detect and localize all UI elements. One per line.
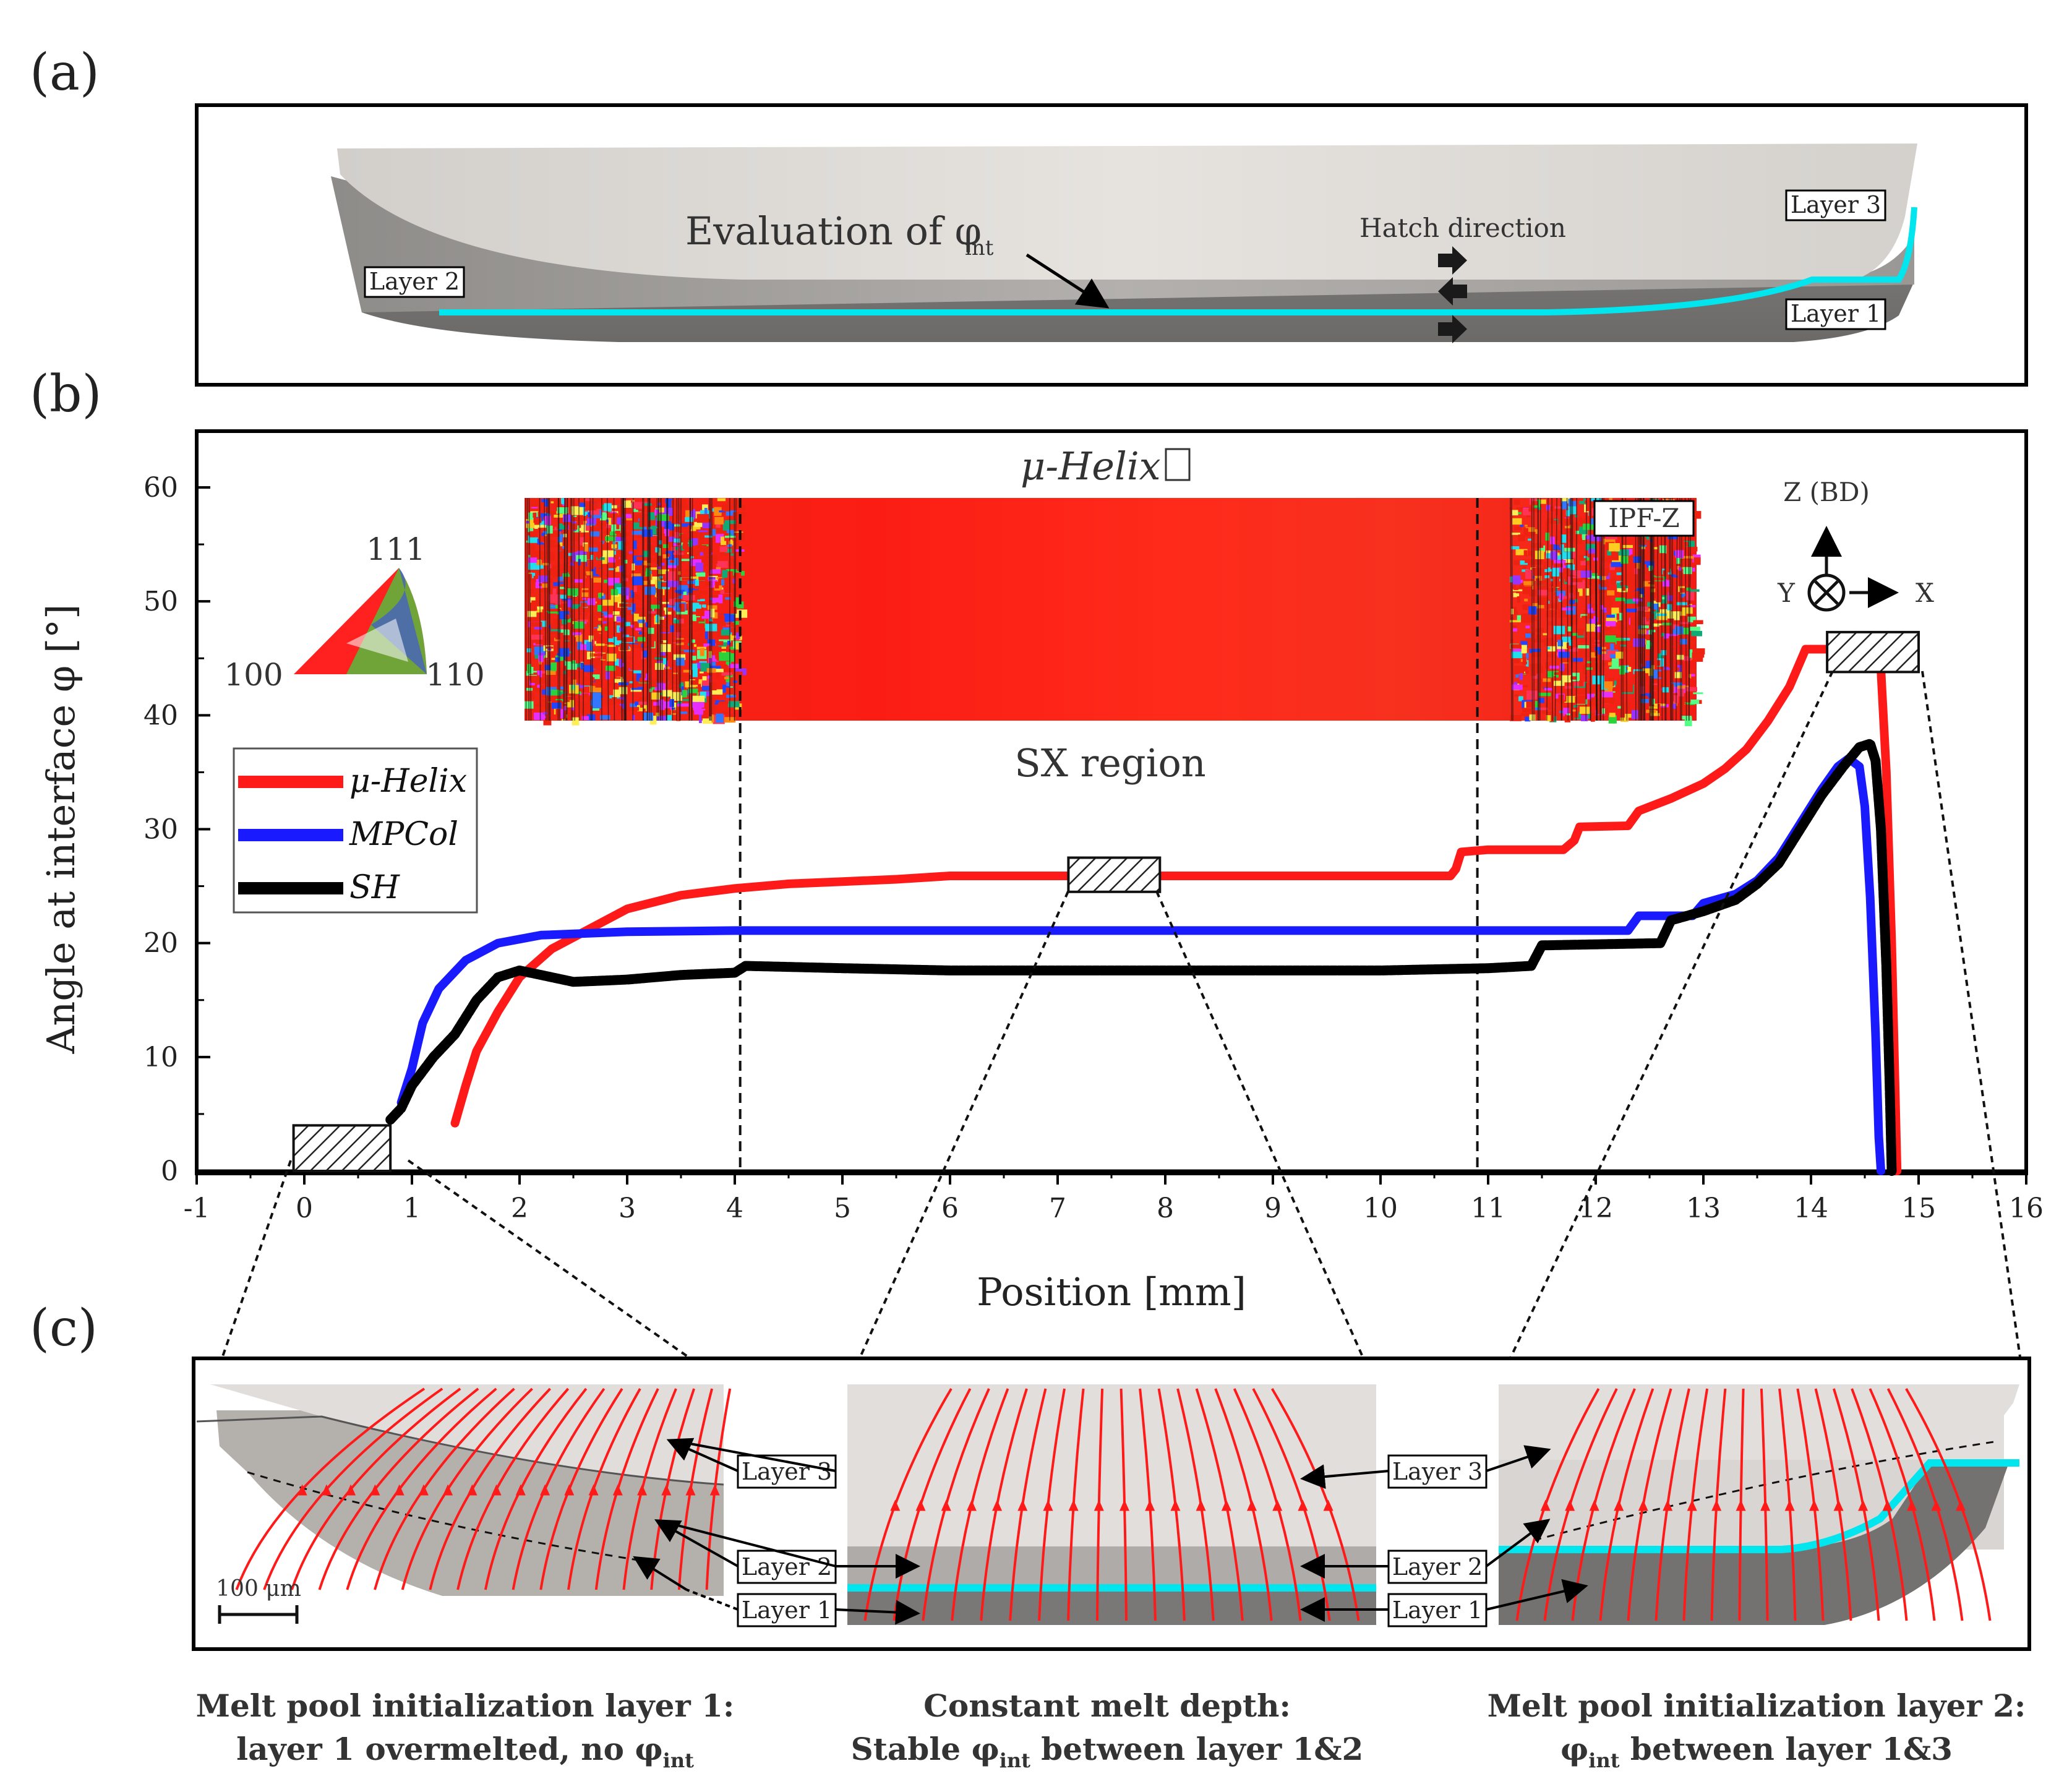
constant-melt-depth — [847, 1384, 1376, 1625]
x-tick-label: 9 — [1264, 1193, 1282, 1224]
layer2-label-a: Layer 2 — [369, 268, 460, 295]
y-tick-label: 60 — [143, 472, 178, 504]
x-axis-title: Position [mm] — [977, 1269, 1246, 1314]
ebsd-polycrystalline-left — [524, 497, 748, 726]
y-axis-title: Angle at interface φ [°] — [38, 604, 83, 1055]
x-tick-label: 16 — [2009, 1193, 2044, 1224]
x-tick-label: 8 — [1157, 1193, 1174, 1224]
x-tick-label: 2 — [511, 1193, 528, 1224]
panel-c-layer-labels: Layer 3 Layer 2 Layer 1 Layer 3 Layer 2 … — [633, 1438, 1588, 1627]
x-tick-label: 15 — [1901, 1193, 1936, 1224]
panel-a-evaluation-annotation: Evaluation of φ int — [685, 208, 1110, 309]
x-tick-label: 0 — [296, 1193, 313, 1224]
caption-3-line1: Melt pool initialization layer 2: — [1488, 1687, 2026, 1724]
panel-c-letter: (c) — [30, 1299, 98, 1358]
panel-b-letter: (b) — [30, 365, 101, 424]
x-tick-label: 4 — [726, 1193, 743, 1224]
arrow-right-icon — [1438, 315, 1467, 343]
arrow-left-icon — [1438, 277, 1467, 306]
y-tick-label: 10 — [143, 1042, 178, 1073]
x-tick-label: -1 — [184, 1193, 210, 1224]
hatch-direction-label: Hatch direction — [1359, 213, 1566, 243]
y-tick-label: 30 — [143, 814, 178, 846]
caption-3-line2: φint between layer 1&3 — [1560, 1731, 1953, 1772]
ebsd-title: μ-Helix — [1021, 444, 1161, 489]
streamlines-sub2 — [863, 1387, 1360, 1621]
streamlines-sub1 — [235, 1387, 732, 1590]
hatch-direction-group: Hatch direction — [1359, 213, 1566, 343]
legend-label-sh: SH — [349, 869, 401, 906]
x-tick-label: 5 — [834, 1193, 851, 1224]
x-tick-label: 14 — [1794, 1193, 1828, 1224]
melt-pool-init-layer2 — [1499, 1384, 2019, 1625]
y-tick-label: 20 — [143, 928, 178, 959]
series-line-mpcol — [396, 754, 1886, 1175]
streamlines-sub3 — [1515, 1387, 1992, 1621]
zoom-region-3 — [1826, 630, 1920, 674]
chart-legend: μ-Helix MPCol SH — [233, 747, 478, 914]
y-tick-label: 40 — [143, 700, 178, 731]
layer1-label-c-left: Layer 1 — [742, 1597, 832, 1624]
caption-2-line2: Stable φint between layer 1&2 — [851, 1731, 1364, 1772]
y-tick-label: 50 — [143, 586, 178, 617]
evaluation-subscript: int — [965, 236, 994, 260]
arrow-right-icon — [1438, 246, 1467, 275]
legend-label-mu-helix: μ-Helix — [349, 763, 467, 800]
ipf-110: 110 — [426, 657, 484, 693]
x-tick-label: 10 — [1363, 1193, 1398, 1224]
melt-pool-init-layer1 — [196, 1384, 732, 1596]
layer2-label-c-left: Layer 2 — [742, 1553, 832, 1580]
evaluation-label: Evaluation of φ — [685, 208, 982, 254]
layer2-label-c-right: Layer 2 — [1392, 1553, 1483, 1580]
ipf-color-triangle: 111 100 110 — [224, 531, 484, 693]
ebsd-map: IPF-Z — [524, 497, 1705, 726]
layer3-label-c-right: Layer 3 — [1392, 1458, 1483, 1485]
ipf-100: 100 — [224, 657, 283, 693]
coordinate-axes-icon: Z (BD) Y X — [1777, 477, 1934, 612]
zoom-connectors — [212, 671, 2025, 1384]
interface-angle-chart: Angle at interface φ [°]Position [mm]010… — [38, 472, 2044, 1314]
x-tick-label: 6 — [941, 1193, 959, 1224]
series-line-mu-helix — [450, 645, 1902, 1175]
sx-region-label: SX region — [1014, 740, 1205, 786]
caption-1-line2: layer 1 overmelted, no φint — [236, 1731, 694, 1772]
panel-a-melt-pool — [331, 144, 1917, 342]
panel-a-layer-labels: Layer 2 Layer 3 Layer 1 — [364, 189, 1886, 330]
ipf-111: 111 — [366, 531, 425, 567]
scale-bar: 100 μm — [216, 1576, 301, 1624]
x-tick-label: 3 — [619, 1193, 636, 1224]
series-line-sh — [385, 739, 1897, 1176]
x-tick-label: 7 — [1049, 1193, 1066, 1224]
panel-c-captions: Melt pool initialization layer 1: layer … — [196, 1687, 2026, 1772]
x-tick-label: 11 — [1471, 1193, 1505, 1224]
y-tick-label: 0 — [161, 1155, 178, 1187]
ipf-z-label: IPF-Z — [1608, 503, 1679, 533]
x-tick-label: 12 — [1578, 1193, 1613, 1224]
x-tick-label: 13 — [1686, 1193, 1721, 1224]
legend-label-mpcol: MPCol — [349, 816, 458, 853]
layer1-label-c-right: Layer 1 — [1392, 1597, 1483, 1624]
x-tick-label: 1 — [403, 1193, 421, 1224]
layer1-label-a: Layer 1 — [1791, 300, 1881, 327]
scale-bar-label: 100 μm — [216, 1576, 301, 1601]
zoom-region-2 — [1067, 856, 1162, 893]
caption-2-line1: Constant melt depth: — [923, 1687, 1291, 1724]
ebsd-title-glyph — [1165, 448, 1191, 481]
zoom-region-1 — [292, 1124, 392, 1173]
panel-a-letter: (a) — [30, 43, 100, 102]
layer3-label-a: Layer 3 — [1791, 191, 1881, 218]
axis-y-label: Y — [1777, 578, 1796, 608]
axis-z-label: Z (BD) — [1783, 477, 1870, 507]
axis-x-label: X — [1916, 578, 1934, 608]
caption-1-line1: Melt pool initialization layer 1: — [196, 1687, 735, 1724]
